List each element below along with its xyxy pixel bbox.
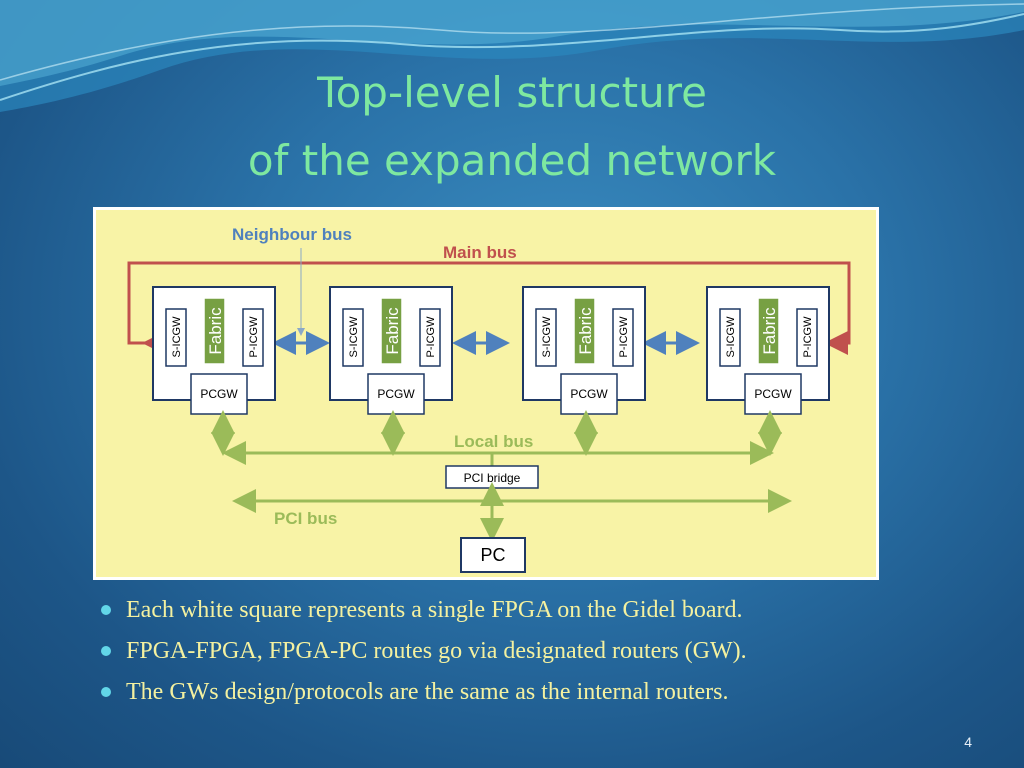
- network-diagram-canvas: Main bus Neighbour bus S-ICGW Fabric P-ICG…: [96, 210, 876, 577]
- bullet-item: FPGA-FPGA, FPGA-PC routes go via designa…: [98, 631, 747, 672]
- p-icgw-label: P-ICGW: [248, 316, 260, 358]
- bullet-item: The GWs design/protocols are the same as…: [98, 672, 747, 713]
- fabric-label: Fabric: [576, 307, 595, 355]
- s-icgw-label: S-ICGW: [725, 316, 737, 358]
- slide-number: 4: [964, 734, 972, 750]
- bullet-list: Each white square represents a single FP…: [98, 590, 747, 713]
- p-icgw-box: [419, 308, 441, 367]
- slide-title-line2: of the expanded network: [247, 136, 777, 185]
- header-wave-decoration: [0, 0, 1024, 112]
- pci-bridge-label: PCI bridge: [464, 471, 521, 485]
- main-bus-line: [127, 261, 851, 355]
- p-icgw-label: P-ICGW: [802, 316, 814, 358]
- fpga-unit: S-ICGW Fabric P-ICGW PCGW: [152, 286, 276, 415]
- bullet-item: Each white square represents a single FP…: [98, 590, 747, 631]
- s-icgw-box: [342, 308, 364, 367]
- p-icgw-label: P-ICGW: [618, 316, 630, 358]
- local-bus-label: Local bus: [454, 432, 533, 451]
- fabric-box: [757, 297, 780, 365]
- pc-label: PC: [480, 545, 505, 565]
- fpga-unit: S-ICGW Fabric P-ICGW PCGW: [329, 286, 453, 415]
- pci-bus-label: PCI bus: [274, 509, 337, 528]
- bullet-text: The GWs design/protocols are the same as…: [126, 679, 729, 705]
- bullet-text: FPGA-FPGA, FPGA-PC routes go via designa…: [126, 638, 747, 664]
- fabric-label: Fabric: [383, 307, 402, 355]
- pcgw-label: PCGW: [570, 387, 608, 401]
- pcgw-label: PCGW: [377, 387, 415, 401]
- p-icgw-label: P-ICGW: [425, 316, 437, 358]
- fabric-label: Fabric: [206, 307, 225, 355]
- fpga-unit: S-ICGW Fabric P-ICGW PCGW: [706, 286, 830, 415]
- pcgw-label: PCGW: [200, 387, 238, 401]
- pcgw-label: PCGW: [754, 387, 792, 401]
- slide-title-line1: Top-level structure: [317, 68, 707, 117]
- bullet-dot-icon: [101, 605, 111, 615]
- p-icgw-box: [796, 308, 818, 367]
- s-icgw-label: S-ICGW: [348, 316, 360, 358]
- pcgw-box: [560, 373, 618, 415]
- bullet-text: Each white square represents a single FP…: [126, 597, 743, 623]
- fabric-box: [203, 297, 226, 365]
- s-icgw-box: [535, 308, 557, 367]
- fabric-box: [573, 297, 596, 365]
- pcgw-box: [744, 373, 802, 415]
- network-diagram: Main bus Neighbour bus S-ICGW Fabric P-ICG…: [93, 207, 879, 580]
- neighbour-bus-label: Neighbour bus: [232, 225, 352, 244]
- fpga-unit: S-ICGW Fabric P-ICGW PCGW: [522, 286, 646, 415]
- s-icgw-box: [719, 308, 741, 367]
- bullet-dot-icon: [101, 687, 111, 697]
- pcgw-box: [190, 373, 248, 415]
- s-icgw-label: S-ICGW: [171, 316, 183, 358]
- s-icgw-label: S-ICGW: [541, 316, 553, 358]
- fabric-label: Fabric: [760, 307, 779, 355]
- pc-box: [460, 537, 526, 573]
- p-icgw-box: [242, 308, 264, 367]
- p-icgw-box: [612, 308, 634, 367]
- s-icgw-box: [165, 308, 187, 367]
- bullet-dot-icon: [101, 646, 111, 656]
- fabric-box: [380, 297, 403, 365]
- main-bus-label: Main bus: [443, 243, 517, 262]
